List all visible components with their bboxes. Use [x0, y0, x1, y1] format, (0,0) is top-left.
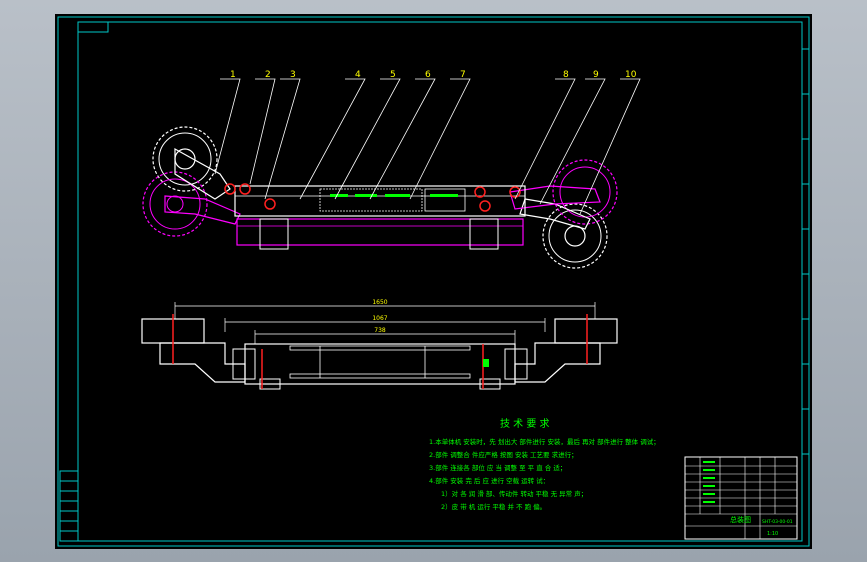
drawing-canvas[interactable]: 1 2 3 4 5 6 7 8 9 10 — [55, 14, 812, 549]
leader-lines — [214, 78, 641, 215]
left-stamp-table — [59, 470, 79, 542]
balloon-5[interactable]: 5 — [390, 70, 396, 80]
plan-red-centerlines — [172, 314, 588, 389]
left-sprocket-upper-inner — [158, 132, 212, 186]
balloon-3[interactable]: 3 — [290, 70, 296, 80]
dim-middle[interactable]: 1067 — [372, 315, 387, 322]
note-4: 4.部件 安装 完 后 应 进行 空载 运转 试： — [429, 476, 549, 485]
technical-requirements[interactable]: 技 术 要 求 1.本单体机 安装时，先 划出大 部件进行 安装，最后 再对 部… — [429, 417, 660, 511]
balloon-8[interactable]: 8 — [563, 70, 569, 80]
base-frame — [236, 218, 524, 246]
dim-overall[interactable]: 1650 — [372, 299, 387, 306]
right-arm-lower — [509, 185, 601, 210]
central-frame — [244, 343, 516, 385]
left-sprocket-lower-inner — [149, 178, 201, 230]
right-zone-marks — [802, 48, 809, 455]
bearing-blocks — [232, 348, 528, 390]
beam-right-plate — [424, 188, 466, 212]
balloon-4[interactable]: 4 — [355, 70, 361, 80]
balloon-2[interactable]: 2 — [265, 70, 271, 80]
right-sprocket-lower — [542, 203, 608, 269]
part-number: SHT-03-00-01 — [762, 519, 793, 525]
note-4-2: 2）皮 带 机 运行 平稳 并 不 跑 偏。 — [441, 502, 546, 511]
tech-title: 技 术 要 求 — [500, 417, 550, 430]
red-bolt-marks — [224, 183, 521, 212]
outer-frame — [57, 16, 810, 547]
right-sprocket-upper — [552, 159, 618, 225]
note-1: 1.本单体机 安装时，先 划出大 部件进行 安装，最后 再对 部件进行 整体 调… — [429, 437, 660, 446]
left-support — [259, 218, 289, 250]
left-sprocket-lower — [142, 171, 208, 237]
frame-bottom-rail — [289, 373, 471, 379]
balloon-10[interactable]: 10 — [625, 70, 637, 80]
inner-frame — [77, 21, 803, 542]
right-sprocket-hub — [564, 225, 586, 247]
title-block-fills — [703, 461, 715, 503]
plan-view[interactable]: 1650 1067 738 — [141, 299, 618, 390]
dim-inner[interactable]: 738 — [374, 327, 386, 334]
left-sprocket-upper — [152, 126, 218, 192]
frame-top-rail — [289, 345, 471, 351]
elevation-view[interactable]: 1 2 3 4 5 6 7 8 9 10 — [142, 70, 641, 269]
scale: 1:10 — [767, 531, 778, 537]
balloon-1[interactable]: 1 — [230, 70, 236, 80]
left-arm-upper — [174, 147, 231, 200]
balloon-7[interactable]: 7 — [460, 70, 466, 80]
drawing-label: 总装图 — [730, 515, 751, 524]
balloon-6[interactable]: 6 — [425, 70, 431, 80]
note-4-1: 1）对 各 润 滑 部、传动件 转动 平稳 无 异常 声； — [441, 489, 587, 498]
right-drum — [554, 318, 618, 344]
dimension-lines — [174, 302, 596, 344]
left-sprocket-lower-hub — [166, 195, 184, 213]
drawing-sheet[interactable]: 1 2 3 4 5 6 7 8 9 10 — [55, 14, 812, 549]
note-3: 3.部件 连接各 部位 应 当 调整 至 平 直 合 适； — [429, 463, 566, 472]
beam-center-plate — [319, 188, 423, 212]
main-beam — [234, 185, 526, 217]
balloon-9[interactable]: 9 — [593, 70, 599, 80]
note-2: 2.部件 调整合 件应严格 按图 安装 工艺要 求进行； — [429, 450, 578, 459]
title-block[interactable]: 总装图 SHT-03-00-01 1:10 — [684, 456, 798, 540]
plan-green-mark — [483, 359, 489, 367]
right-support — [469, 218, 499, 250]
corner-box — [77, 21, 109, 33]
beam-labels — [330, 194, 458, 197]
title-block-grid — [685, 457, 797, 539]
right-sprocket-lower-inner — [548, 209, 602, 263]
left-arm-lower — [164, 195, 241, 225]
